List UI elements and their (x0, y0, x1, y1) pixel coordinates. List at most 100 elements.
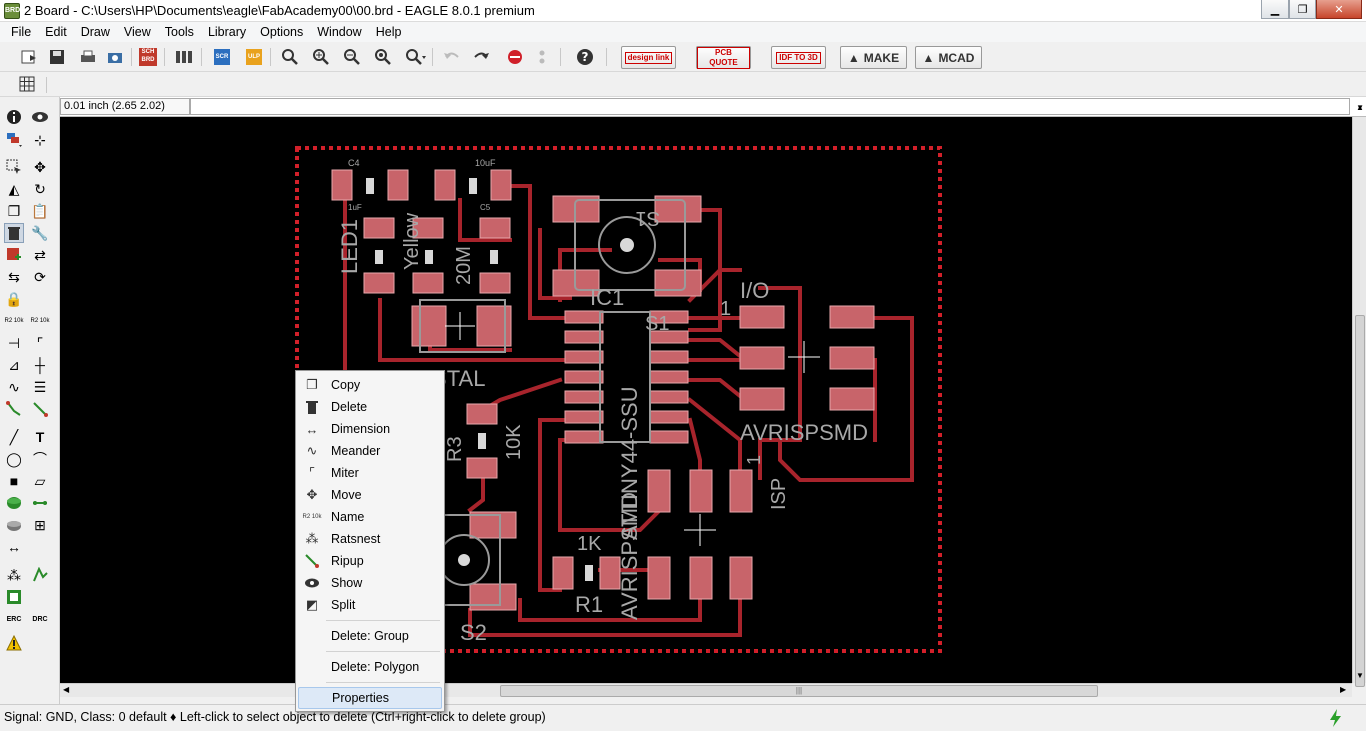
command-history-chevron-icon[interactable]: ▼ (1356, 103, 1364, 112)
meander-icon[interactable]: ∿ (8, 378, 20, 395)
menu-file[interactable]: File (11, 25, 32, 39)
save-icon[interactable] (46, 47, 68, 67)
split-icon[interactable]: ⊣ (7, 334, 21, 351)
signal-icon[interactable] (30, 493, 50, 513)
menu-window[interactable]: Window (317, 25, 362, 39)
drc-icon[interactable]: DRC (32, 615, 48, 623)
arc-icon[interactable]: ⌒ (33, 451, 47, 467)
ratsnest-icon[interactable]: ⁂ (7, 566, 21, 583)
grid-icon[interactable] (16, 74, 38, 94)
open-icon[interactable] (18, 47, 40, 67)
zoom-fit-icon[interactable] (279, 47, 301, 67)
context-item-show[interactable]: Show (298, 572, 442, 594)
name-icon[interactable]: R2 10k (4, 317, 24, 324)
rectangle-icon[interactable]: ■ (9, 473, 19, 489)
stop-icon[interactable] (504, 47, 526, 67)
menu-library[interactable]: Library (207, 25, 247, 39)
route-icon[interactable] (4, 399, 24, 419)
ripup-icon[interactable] (30, 399, 50, 419)
slice-icon[interactable]: ┼ (35, 357, 45, 373)
context-item-move[interactable]: ✥Move (298, 484, 442, 506)
context-item-delete-polygon[interactable]: Delete: Polygon (331, 660, 420, 674)
align-icon[interactable]: ☰ (33, 378, 47, 395)
context-item-delete-group[interactable]: Delete: Group (331, 629, 409, 643)
scroll-down-icon[interactable]: ▼ (1356, 671, 1364, 680)
minimize-button[interactable]: ▁ (1261, 0, 1289, 19)
swap-icon[interactable]: ⇆ (8, 268, 20, 285)
zoom-out-icon[interactable] (341, 47, 363, 67)
mark-icon[interactable]: ⊹ (34, 131, 46, 148)
copy-icon[interactable]: ❐ (7, 202, 21, 219)
polygon-icon[interactable]: ▱ (34, 472, 46, 489)
close-button[interactable]: ✕ (1316, 0, 1362, 19)
context-item-dimension[interactable]: ↔Dimension (298, 418, 442, 440)
change-icon[interactable]: ⟳ (34, 268, 46, 285)
zoom-select-icon[interactable] (405, 47, 427, 67)
attribute-icon[interactable]: ⊞ (34, 516, 46, 533)
context-item-ripup[interactable]: Ripup (298, 550, 442, 572)
lightning-icon[interactable] (1326, 708, 1344, 731)
command-input[interactable] (190, 98, 1350, 115)
board-canvas[interactable]: C4 10uF 1uF C5 LED1 Yellow 20M S1 IC1 S1… (60, 117, 1352, 683)
context-item-copy[interactable]: ❐Copy (298, 374, 442, 396)
maximize-button[interactable]: ❐ (1289, 0, 1316, 19)
errors-warning-icon[interactable] (4, 633, 24, 653)
context-item-properties[interactable]: Properties (298, 687, 442, 709)
add-icon[interactable] (4, 245, 24, 265)
text-icon[interactable]: T (35, 429, 45, 445)
rotate-icon[interactable]: ↻ (34, 180, 46, 197)
mcad-button[interactable]: ▲MCAD (915, 46, 982, 69)
vertical-scroll-thumb[interactable] (1355, 315, 1365, 687)
erc-icon[interactable]: ERC (6, 615, 22, 623)
ulp-icon[interactable]: ULP (243, 47, 265, 67)
info-icon[interactable] (4, 107, 24, 127)
zoom-redraw-icon[interactable] (372, 47, 394, 67)
context-item-delete[interactable]: Delete (298, 396, 442, 418)
circle-icon[interactable]: ◯ (6, 450, 22, 467)
select-icon[interactable] (4, 157, 24, 177)
vertical-scrollbar[interactable]: ▲ ▼ (1352, 103, 1366, 687)
move-icon[interactable]: ✥ (34, 158, 46, 175)
auto-icon[interactable] (4, 587, 24, 607)
context-item-miter[interactable]: ⌜Miter (298, 462, 442, 484)
miter-icon[interactable]: ⌜ (36, 334, 44, 351)
make-button[interactable]: ▲MAKE (840, 46, 907, 69)
library-icon[interactable] (174, 47, 196, 67)
script-icon[interactable]: SCR (211, 47, 233, 67)
undo-icon[interactable] (440, 47, 462, 67)
horizontal-scroll-thumb[interactable]: ||| (500, 685, 1098, 697)
via-icon[interactable] (4, 493, 24, 513)
context-item-ratsnest[interactable]: ⁂Ratsnest (298, 528, 442, 550)
design-link-button[interactable]: design link (621, 46, 676, 69)
idf-to-3d-button[interactable]: IDF TO 3D (771, 46, 826, 69)
scroll-up-icon[interactable]: ▲ (1356, 103, 1364, 112)
context-item-meander[interactable]: ∿Meander (298, 440, 442, 462)
go-icon[interactable] (531, 47, 553, 67)
autorouter-icon[interactable] (30, 565, 50, 585)
pcb-quote-button[interactable]: PCB QUOTE (696, 46, 751, 69)
dimension-icon[interactable]: ↔ (7, 539, 21, 555)
delete-icon[interactable] (4, 223, 24, 243)
sch-brd-switch-icon[interactable]: SCH BRD (137, 47, 159, 67)
wire-icon[interactable]: ╱ (9, 428, 19, 445)
menu-help[interactable]: Help (375, 25, 402, 39)
menu-tools[interactable]: Tools (164, 25, 194, 39)
mirror-icon[interactable]: ◭ (8, 180, 20, 197)
replace-icon[interactable]: ⇄ (34, 246, 46, 263)
cam-icon[interactable] (104, 47, 126, 67)
print-icon[interactable] (77, 47, 99, 67)
value-icon[interactable]: R2 10k (30, 317, 50, 324)
eye-icon[interactable] (30, 107, 50, 127)
context-item-split[interactable]: ◩Split (298, 594, 442, 616)
zoom-in-icon[interactable] (310, 47, 332, 67)
horizontal-scrollbar[interactable]: ◀ ||| ▶ (60, 683, 1352, 697)
menu-options[interactable]: Options (260, 25, 304, 39)
menu-view[interactable]: View (123, 25, 151, 39)
scroll-right-icon[interactable]: ▶ (1340, 685, 1347, 694)
lock-icon[interactable]: 🔒 (5, 290, 23, 307)
optimize-icon[interactable]: ⊿ (8, 356, 20, 373)
wrench-icon[interactable]: 🔧 (31, 224, 49, 241)
menu-edit[interactable]: Edit (45, 25, 67, 39)
paste-icon[interactable]: 📋 (31, 202, 49, 219)
